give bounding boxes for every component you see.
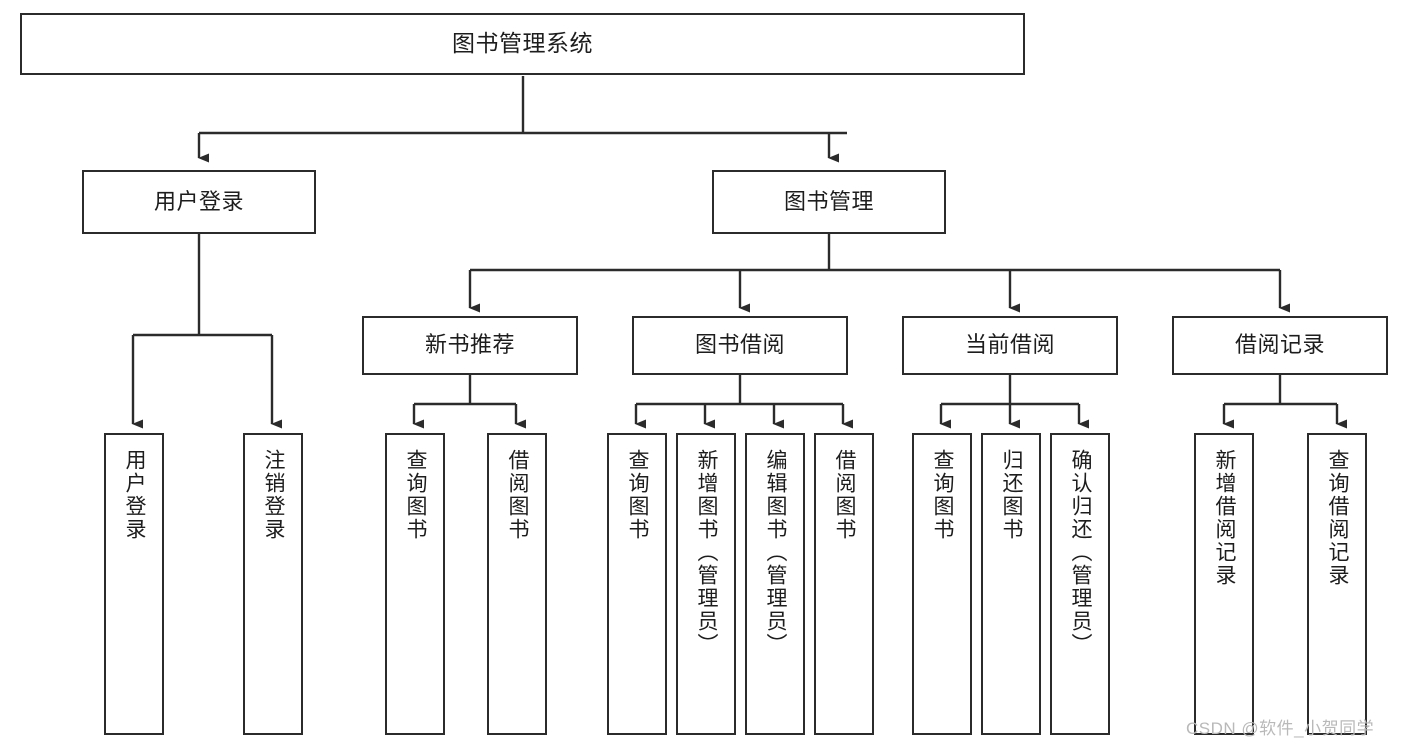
leaf-current-borrow-return[interactable]: 归还图书 bbox=[981, 433, 1041, 735]
leaf-book-borrow-edit-admin[interactable]: 编辑图书（管理员） bbox=[745, 433, 805, 735]
node-new-book-recommend[interactable]: 新书推荐 bbox=[362, 316, 578, 375]
node-borrow-records[interactable]: 借阅记录 bbox=[1172, 316, 1388, 375]
node-label: 查询借阅记录 bbox=[1326, 449, 1350, 587]
node-book-borrow[interactable]: 图书借阅 bbox=[632, 316, 848, 375]
node-label: 图书管理系统 bbox=[452, 30, 593, 57]
node-label: 查询图书 bbox=[931, 449, 955, 541]
node-user-login[interactable]: 用户登录 bbox=[82, 170, 316, 234]
leaf-book-borrow-query[interactable]: 查询图书 bbox=[607, 433, 667, 735]
node-root-book-management-system[interactable]: 图书管理系统 bbox=[20, 13, 1025, 75]
node-label: 当前借阅 bbox=[964, 332, 1055, 358]
node-label: 注销登录 bbox=[262, 449, 286, 541]
leaf-borrow-records-query[interactable]: 查询借阅记录 bbox=[1307, 433, 1367, 735]
leaf-book-borrow-borrow[interactable]: 借阅图书 bbox=[814, 433, 874, 735]
leaf-book-borrow-add-admin[interactable]: 新增图书（管理员） bbox=[676, 433, 736, 735]
leaf-user-login-logout[interactable]: 注销登录 bbox=[243, 433, 303, 735]
node-label: 查询图书 bbox=[626, 449, 650, 541]
node-label: 新书推荐 bbox=[424, 332, 515, 358]
node-label: 归还图书 bbox=[1000, 449, 1024, 541]
node-label: 查询图书 bbox=[404, 449, 428, 541]
node-label: 图书借阅 bbox=[694, 332, 785, 358]
node-label: 用户登录 bbox=[123, 449, 147, 541]
node-label: 编辑图书（管理员） bbox=[764, 449, 788, 656]
node-label: 图书管理 bbox=[783, 188, 874, 214]
watermark-csdn: CSDN @软件_小贺同学 bbox=[1186, 719, 1375, 738]
node-label: 借阅记录 bbox=[1234, 332, 1325, 358]
leaf-new-book-query[interactable]: 查询图书 bbox=[385, 433, 445, 735]
node-current-borrow[interactable]: 当前借阅 bbox=[902, 316, 1118, 375]
node-label: 新增借阅记录 bbox=[1213, 449, 1237, 587]
leaf-borrow-records-add[interactable]: 新增借阅记录 bbox=[1194, 433, 1254, 735]
node-label: 确认归还（管理员） bbox=[1069, 449, 1093, 656]
node-label: 借阅图书 bbox=[506, 449, 530, 541]
leaf-user-login-login[interactable]: 用户登录 bbox=[104, 433, 164, 735]
node-label: 新增图书（管理员） bbox=[695, 449, 719, 656]
leaf-current-borrow-query[interactable]: 查询图书 bbox=[912, 433, 972, 735]
leaf-new-book-borrow[interactable]: 借阅图书 bbox=[487, 433, 547, 735]
leaf-current-borrow-confirm-admin[interactable]: 确认归还（管理员） bbox=[1050, 433, 1110, 735]
connectors bbox=[131, 76, 1347, 429]
node-label: 借阅图书 bbox=[833, 449, 857, 541]
node-label: 用户登录 bbox=[153, 188, 244, 214]
node-book-management[interactable]: 图书管理 bbox=[712, 170, 946, 234]
